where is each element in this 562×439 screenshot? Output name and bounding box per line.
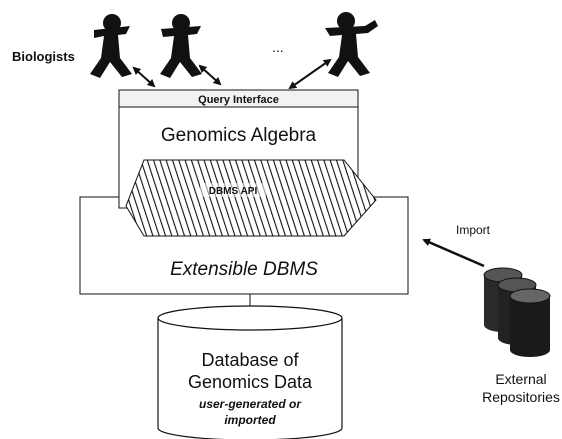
external-repositories-icon <box>483 267 551 357</box>
genomics-database-cylinder <box>157 305 343 439</box>
biologist-figure-2 <box>160 14 202 78</box>
extensible-dbms-label: Extensible DBMS <box>170 259 318 280</box>
biologist-1-arrow <box>132 66 156 88</box>
ellipsis-label: ... <box>272 39 284 55</box>
external-repositories-label-line2: Repositories <box>482 389 560 405</box>
biologist-figure-1 <box>90 14 132 78</box>
query-interface-label: Query Interface <box>198 94 279 106</box>
database-subtitle-line2: imported <box>224 413 276 427</box>
dbms-api-block: DBMS API <box>125 159 377 237</box>
database-title-line2: Genomics Data <box>188 372 313 392</box>
query-interface-bar <box>118 89 359 108</box>
import-label: Import <box>456 223 491 237</box>
biologists-label: Biologists <box>12 49 75 64</box>
external-repositories-label-line1: External <box>495 371 546 387</box>
database-title-line1: Database of <box>201 350 299 370</box>
biologist-2-arrow <box>198 64 222 86</box>
database-subtitle-line1: user-generated or <box>199 397 302 411</box>
dbms-api-label: DBMS API <box>209 186 258 197</box>
import-arrow <box>422 238 485 268</box>
biologist-3-arrow <box>288 58 332 90</box>
biologist-figure-3 <box>325 12 378 77</box>
genomics-algebra-label: Genomics Algebra <box>161 125 317 146</box>
